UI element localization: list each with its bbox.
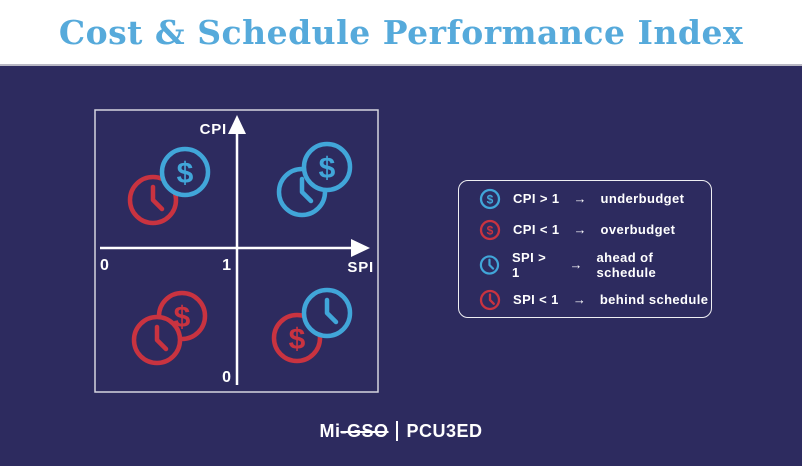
spi-one-label: 1 — [222, 257, 231, 274]
svg-text:$: $ — [177, 157, 194, 190]
clock-red-icon — [479, 289, 501, 310]
spi-axis: SPI 0 1 — [100, 239, 374, 276]
logo-separator — [396, 421, 399, 441]
spi-axis-arrow-icon — [351, 239, 370, 257]
legend-row-spi-under-1: SPI < 1 → behind schedule — [479, 289, 711, 311]
legend-box: $ CPI > 1 → underbudget $ CPI < 1 → over… — [458, 180, 712, 318]
dollar-blue-icon: $ — [159, 146, 211, 198]
svg-text:$: $ — [289, 323, 306, 356]
arrow-right-icon: → — [569, 257, 583, 272]
clock-red-icon — [131, 314, 183, 366]
cpi-axis-label: CPI — [200, 121, 227, 138]
svg-text:$: $ — [319, 152, 336, 185]
chart-border — [94, 109, 379, 393]
header: Cost & Schedule Performance Index — [0, 0, 802, 66]
arrow-right-icon: → — [573, 191, 587, 206]
clock-blue-icon — [479, 254, 500, 275]
cpi-axis: CPI 0 — [200, 115, 246, 386]
legend-condition: SPI > 1 — [511, 249, 547, 280]
arrow-right-icon: → — [572, 292, 586, 307]
quadrant-top-left: $ — [127, 146, 211, 226]
clock-blue-icon — [301, 287, 353, 339]
cpi-axis-arrow-icon — [228, 115, 246, 134]
legend-row-spi-over-1: SPI > 1 → ahead of schedule — [479, 250, 711, 280]
legend-meaning: ahead of schedule — [596, 249, 657, 280]
legend-condition: SPI < 1 — [513, 292, 559, 307]
legend-meaning: underbudget — [600, 191, 685, 206]
logo-migso: Mi-GSO — [319, 420, 389, 441]
quadrant-top-right: $ — [276, 141, 353, 218]
legend-row-cpi-under-1: $ CPI < 1 → overbudget — [479, 219, 711, 241]
svg-text:$: $ — [487, 192, 494, 206]
spi-axis-label: SPI — [347, 259, 374, 276]
spi-zero-label: 0 — [100, 257, 109, 274]
dollar-blue-icon: $ — [479, 188, 501, 209]
cpi-zero-label: 0 — [222, 369, 231, 386]
legend-condition: CPI > 1 — [513, 191, 560, 206]
dollar-red-icon: $ — [479, 219, 501, 240]
infographic-panel — [0, 66, 802, 466]
legend-meaning: overbudget — [600, 222, 676, 237]
page-title: Cost & Schedule Performance Index — [58, 12, 744, 52]
dollar-blue-icon: $ — [301, 141, 353, 193]
legend-condition: CPI < 1 — [513, 222, 560, 237]
svg-text:$: $ — [487, 223, 494, 237]
legend-meaning: behind schedule — [599, 292, 709, 307]
logo-pcubed: PCU3ED — [406, 420, 483, 441]
arrow-right-icon: → — [573, 222, 587, 237]
legend-row-cpi-over-1: $ CPI > 1 → underbudget — [479, 188, 711, 210]
cpi-spi-quadrant-chart: CPI 0 SPI 0 1 $ $ $ — [94, 109, 379, 393]
brand-logo: Mi-GSO PCU3ED — [0, 417, 802, 445]
quadrant-bottom-right: $ — [271, 287, 353, 364]
quadrant-bottom-left: $ — [131, 290, 208, 366]
svg-text:$: $ — [174, 301, 191, 334]
clock-red-icon — [127, 174, 179, 226]
